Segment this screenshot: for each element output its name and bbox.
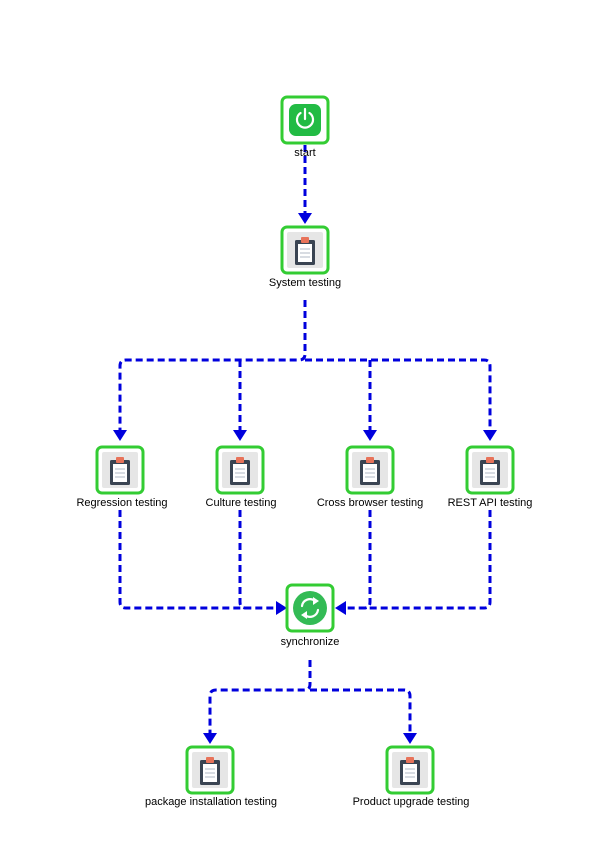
node-label-start: start (294, 147, 315, 159)
node-label-product-upgrade-testing: Product upgrade testing (353, 796, 470, 808)
node-system-testing[interactable]: System testing (269, 225, 341, 289)
clipboard-icon (359, 456, 381, 486)
clipboard-icon (479, 456, 501, 486)
node-culture-testing[interactable]: Culture testing (206, 445, 277, 509)
edge-arrow (298, 213, 312, 224)
edge-crossbrowser-sync (363, 510, 372, 610)
edge-culture-sync (238, 510, 247, 610)
node-cross-browser-testing[interactable]: Cross browser testing (317, 445, 423, 509)
node-start[interactable]: start (280, 95, 330, 159)
node-synchronize[interactable]: synchronize (281, 583, 340, 648)
edge-sync-package (208, 660, 312, 735)
clipboard-icon (294, 236, 316, 266)
node-label-regression-testing: Regression testing (76, 497, 167, 509)
clipboard-icon (199, 756, 221, 786)
edges (113, 145, 497, 744)
edge-system-regression (118, 300, 307, 432)
node-product-upgrade-testing[interactable]: Product upgrade testing (353, 745, 470, 808)
clipboard-icon (399, 756, 421, 786)
edge-arrow (233, 430, 247, 441)
edge-arrow (403, 733, 417, 744)
node-regression-testing[interactable]: Regression testing (76, 445, 168, 509)
edge-arrow (203, 733, 217, 744)
edge-arrow (363, 430, 377, 441)
node-label-cross-browser-testing: Cross browser testing (317, 497, 423, 509)
edge-sync-upgrade (310, 688, 412, 735)
edge-system-crossbrowser (305, 358, 492, 432)
node-label-rest-api-testing: REST API testing (448, 497, 533, 509)
node-package-installation-testing[interactable]: package installation testing (145, 745, 277, 808)
edge-regression-sync (118, 510, 276, 610)
node-label-package-installation-testing: package installation testing (145, 796, 277, 808)
node-rest-api-testing[interactable]: REST API testing (448, 445, 533, 509)
node-label-synchronize: synchronize (281, 636, 340, 648)
node-label-culture-testing: Culture testing (206, 497, 277, 509)
node-label-system-testing: System testing (269, 277, 341, 289)
clipboard-icon (229, 456, 251, 486)
edge-arrow (113, 430, 127, 441)
edge-restapi-sync (346, 510, 492, 610)
edge-arrow (276, 601, 287, 615)
sync-icon (293, 591, 327, 625)
edge-arrow (335, 601, 346, 615)
edge-arrow (483, 430, 497, 441)
clipboard-icon (109, 456, 131, 486)
